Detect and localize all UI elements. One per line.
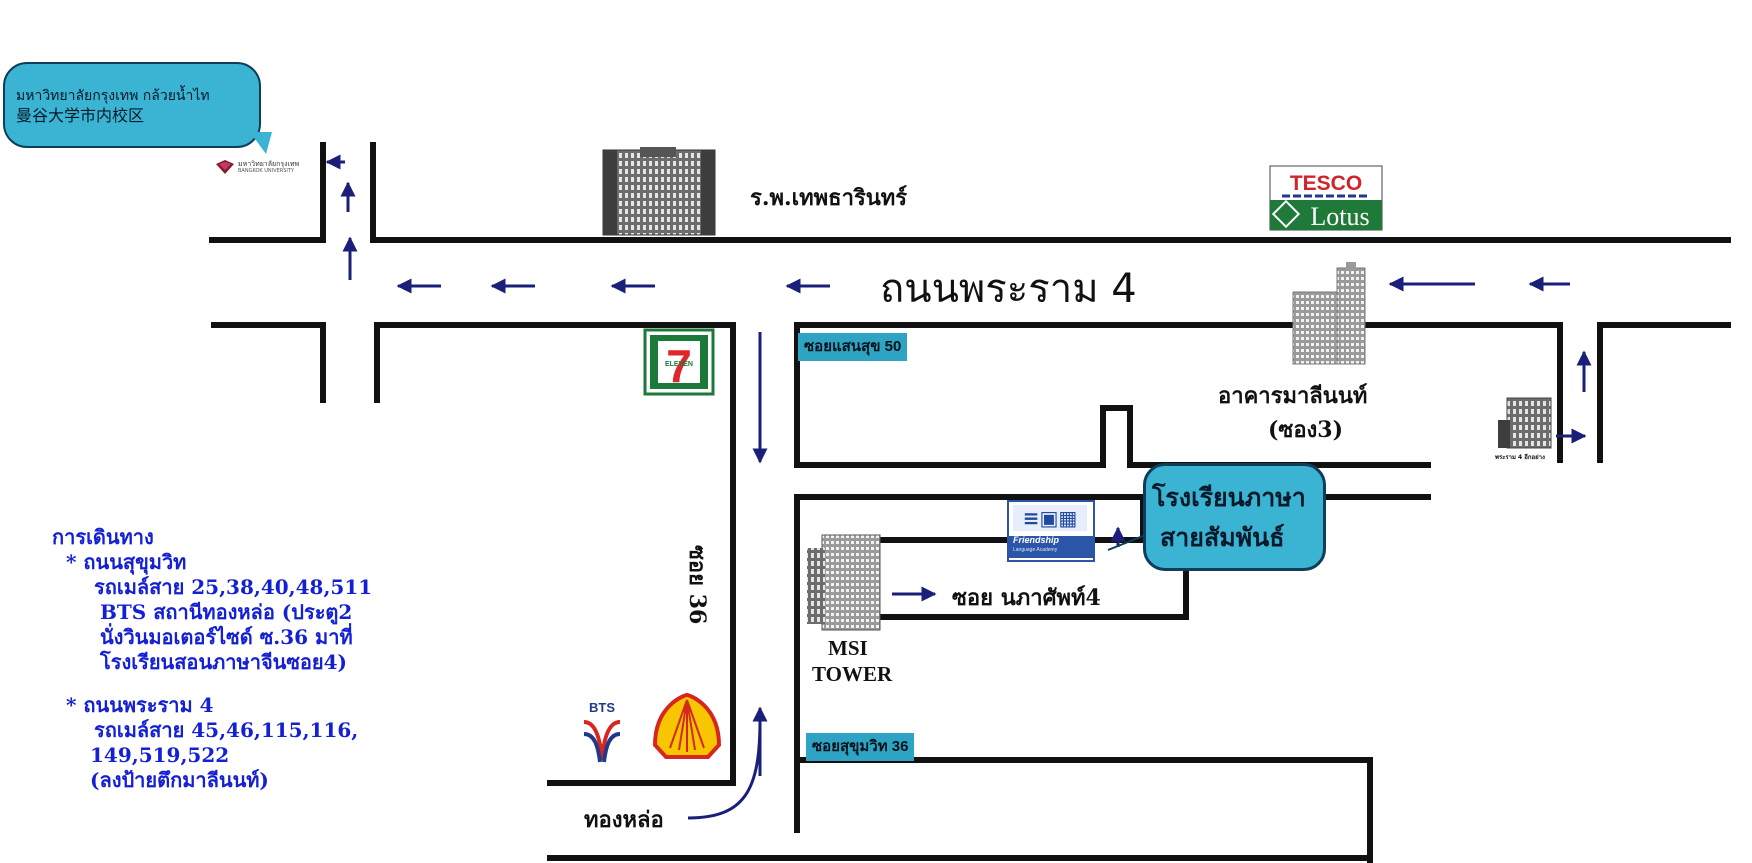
napa-inner bbox=[857, 494, 1146, 575]
directions-line: 149,519,522 bbox=[90, 743, 230, 767]
rama4-building-caption: พระราม 4 อีกอย่าง bbox=[1495, 454, 1545, 461]
directions-heading: การเดินทาง bbox=[52, 525, 154, 549]
university-thai-name: มหาวิทยาลัยกรุงเทพ กล้วยน้ำไท bbox=[16, 88, 210, 104]
malinont-building-icon bbox=[1292, 262, 1366, 365]
soi36-label: ซอย 36 bbox=[684, 545, 710, 625]
sansuk-block bbox=[794, 322, 1431, 468]
rama4-bottom-edge-left bbox=[211, 322, 326, 403]
university-chinese-name: 曼谷大学市内校区 bbox=[16, 106, 145, 125]
university-callout: มหาวิทยาลัยกรุงเทพ กล้วยน้ำไท 曼谷大学市内校区 bbox=[3, 62, 261, 148]
directions-line: * ถนนพระราม 4 bbox=[66, 693, 214, 717]
bottom-block bbox=[794, 757, 1373, 863]
seven-eleven-logo-icon: 7 ELEVEN bbox=[643, 328, 715, 396]
rama4-bottom-edge-right bbox=[794, 322, 1563, 463]
directions-panel: การเดินทาง * ถนนสุขุมวิท รถเมล์สาย 25,38… bbox=[52, 525, 372, 793]
directions-line: รถเมล์สาย 45,46,115,116, bbox=[94, 718, 359, 742]
tesco-text: TESCO bbox=[1290, 172, 1362, 195]
seven-number: 7 bbox=[666, 340, 692, 392]
directions-line: รถเมล์สาย 25,38,40,48,511 bbox=[94, 575, 373, 599]
friendship-sub: Language Academy bbox=[1013, 547, 1058, 553]
school-name-line1: โรงเรียนภาษา bbox=[1152, 483, 1306, 512]
directions-line: * ถนนสุขุมวิท bbox=[66, 550, 187, 574]
right-soi-edge bbox=[1597, 322, 1731, 463]
university-callout-tail bbox=[250, 132, 272, 154]
bts-text: BTS bbox=[589, 700, 615, 715]
directions-line: (ลงป้ายตึกมาลีนนท์) bbox=[90, 768, 269, 792]
friendship-name: Friendship bbox=[1013, 535, 1060, 545]
traffic-arrows bbox=[325, 154, 1592, 776]
hospital-label: ร.พ.เทพธารินทร์ bbox=[750, 185, 908, 211]
soi-napa-label: ซอย นภาศัพท์4 bbox=[952, 585, 1101, 611]
msi-tower-building-icon bbox=[807, 534, 881, 631]
main-road-label: ถนนพระราม 4 bbox=[880, 266, 1137, 312]
directions-line: BTS สถานีทองหล่อ (ประตู2 bbox=[100, 600, 353, 624]
university-logo-thai: มหาวิทยาลัยกรุงเทพ bbox=[238, 160, 300, 168]
malinont-label-line1: อาคารมาลีนนท์ bbox=[1218, 383, 1368, 409]
thonglor-curve-arrow bbox=[687, 719, 762, 820]
rama4-bottom-edge-mid bbox=[374, 322, 736, 786]
friendship-logo-icon: ≡▣▦ Friendship Language Academy bbox=[1007, 500, 1095, 562]
lotus-text: Lotus bbox=[1310, 202, 1369, 231]
shell-logo-icon bbox=[652, 692, 722, 759]
tesco-lotus-logo-icon: TESCO Lotus bbox=[1269, 165, 1383, 231]
rama4-office-building-icon bbox=[1498, 397, 1552, 449]
directions-line: นั่งวินมอเตอร์ไซด์ ซ.36 มาที่ bbox=[100, 625, 353, 649]
bts-logo-icon: BTS bbox=[583, 700, 621, 763]
friendship-mark: ≡▣▦ bbox=[1013, 505, 1087, 531]
university-logo-english: BANGKOK UNIVERSITY bbox=[238, 168, 294, 174]
soi-sansuk-tag: ซอยแสนสุข 50 bbox=[798, 333, 908, 361]
msi-label-line1: MSI bbox=[828, 636, 868, 660]
road-lines bbox=[209, 142, 1731, 863]
malinont-label-line2: (ซอง3) bbox=[1268, 417, 1344, 443]
bangkok-university-logo-icon bbox=[216, 160, 234, 174]
school-name-line2: สายสัมพันธ์ bbox=[1160, 523, 1285, 552]
hospital-building-icon bbox=[602, 147, 716, 236]
thonglor-label: ทองหล่อ bbox=[584, 807, 664, 833]
directions-line: โรงเรียนสอนภาษาจีนซอย4) bbox=[100, 650, 348, 674]
seven-text: ELEVEN bbox=[665, 361, 693, 368]
rama4-top-edge-left bbox=[209, 142, 326, 243]
soi-sukhumvit-tag: ซอยสุขุมวิท 36 bbox=[806, 733, 915, 761]
rama4-top-edge-main bbox=[370, 142, 1731, 243]
school-callout[interactable]: โรงเรียนภาษา สายสัมพันธ์ bbox=[1143, 463, 1326, 571]
msi-label-line2: TOWER bbox=[812, 662, 893, 686]
